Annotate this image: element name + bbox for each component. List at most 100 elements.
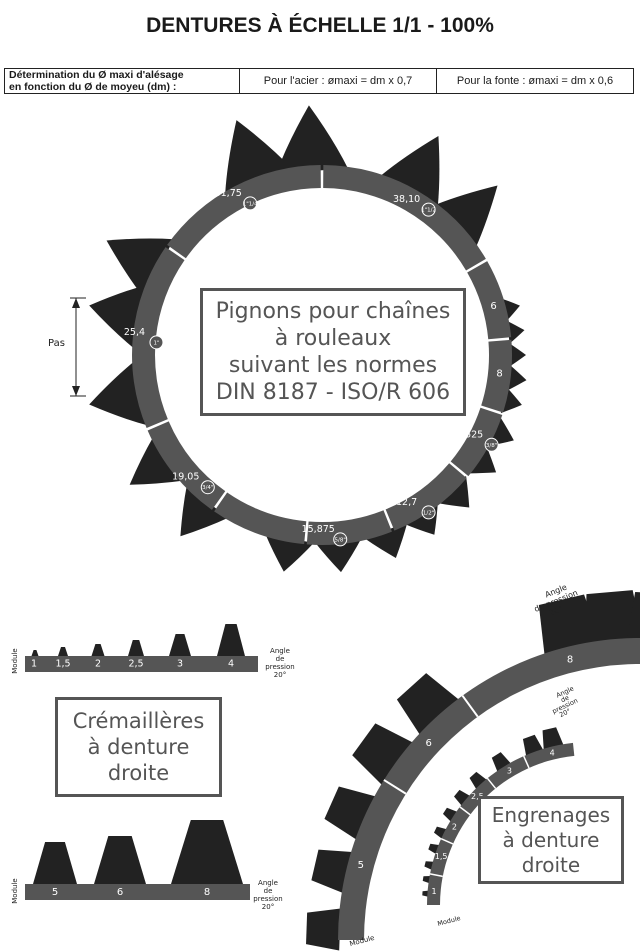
pitch-dimension: Pas xyxy=(48,297,86,397)
sprocket-title-line3: suivant les normes xyxy=(228,353,438,378)
sprocket-inch-label: 1/2" xyxy=(423,510,434,516)
small-gear-angle-label: de xyxy=(560,694,571,705)
small-gear-divider xyxy=(523,755,530,769)
sprocket-title-line2: à rouleaux xyxy=(274,326,392,351)
rack-module-label: 2,5 xyxy=(128,659,143,670)
sprocket-pitch-label: 38,10 xyxy=(393,194,420,205)
sprocket-pitch-label: 12,7 xyxy=(396,497,417,508)
sprocket-pitch-label: 15,875 xyxy=(302,524,335,535)
sprocket-ring-segment xyxy=(214,492,307,545)
rack-module-label: 1,5 xyxy=(55,659,70,670)
rack-row2-bar xyxy=(25,884,250,900)
small-gear-module-label: 2 xyxy=(452,822,457,831)
sprocket-inch-label: 1" xyxy=(153,340,159,346)
rack-title-line1: Crémaillères xyxy=(72,709,205,733)
rack-tooth xyxy=(94,836,146,884)
sprocket-inch-label: 3/4" xyxy=(202,485,213,491)
big-gear-tooth xyxy=(306,908,341,951)
small-gear-module-label: 4 xyxy=(550,749,555,758)
big-gear-tooth xyxy=(538,594,601,655)
sprocket-inch-label: 3/8" xyxy=(486,443,497,449)
rack-module-caption: Module xyxy=(11,648,19,673)
big-gear-tooth xyxy=(352,723,413,785)
rack-module-label: 3 xyxy=(177,659,183,670)
pitch-label: Pas xyxy=(48,338,65,349)
rack-angle-label: de xyxy=(264,887,273,895)
sprocket-ring-segment xyxy=(132,247,185,429)
sprocket-pitch-label: 25,4 xyxy=(124,327,145,338)
sprocket-inch-label: 1"1/4 xyxy=(243,201,258,207)
small-gear-tooth xyxy=(469,771,487,790)
rack-title-line2: à denture xyxy=(87,735,190,759)
sprocket-tooth xyxy=(276,105,349,173)
rack-angle-label: Angle xyxy=(258,879,278,887)
rack-angle-label: pression xyxy=(253,895,282,903)
page-title: DENTURES À ÉCHELLE 1/1 - 100% xyxy=(146,14,494,37)
sprocket-inch-badge xyxy=(243,196,258,211)
rack-tooth xyxy=(91,644,105,656)
big-gear-module-label: 5 xyxy=(358,860,364,871)
sprocket-ring-segment xyxy=(323,165,486,271)
bore-info-label: Détermination du Ø maxi d'alésage en fon… xyxy=(5,69,240,93)
rack-title-line3: droite xyxy=(107,761,170,785)
gear-title-box: Engrenages à denture droite xyxy=(478,796,624,884)
big-gear-tooth xyxy=(585,590,640,645)
small-gear-divider xyxy=(429,873,443,878)
rack-tooth xyxy=(169,634,191,656)
rack-tooth xyxy=(31,650,39,656)
sprocket-title-line4: DIN 8187 - ISO/R 606 xyxy=(215,380,451,405)
bore-info-label-line1: Détermination du Ø maxi d'alésage xyxy=(9,69,184,81)
small-gear-divider xyxy=(459,806,471,816)
rack-angle-label: 20° xyxy=(262,903,274,911)
bore-info-cast-iron: Pour la fonte : ømaxi = dm x 0,6 xyxy=(456,75,614,87)
sprocket-tooth xyxy=(89,361,148,426)
sprocket-inch-badge xyxy=(421,505,436,520)
pitch-arrow-up-icon xyxy=(72,298,80,308)
sprocket-tooth xyxy=(180,485,228,537)
small-gear-tooth xyxy=(491,752,511,772)
small-gear-module-caption: Module xyxy=(437,914,462,928)
big-gear-tooth xyxy=(396,673,459,735)
big-gear-divider xyxy=(461,695,479,718)
rack-angle-label: de xyxy=(276,655,285,663)
pitch-arrow-down-icon xyxy=(72,386,80,396)
sprocket-pitch-label: 19,05 xyxy=(172,472,199,483)
sprocket-title-line1: Pignons pour chaînes xyxy=(215,299,451,324)
small-gear-module-label: 3 xyxy=(507,766,512,775)
rack-module-label: 6 xyxy=(117,887,123,898)
sprocket-pitch-label: 6 xyxy=(490,301,496,312)
sprocket-tooth xyxy=(315,538,362,573)
sprocket-pitch-label: 31,75 xyxy=(215,188,242,199)
rack-angle-label: Angle xyxy=(270,647,290,655)
sprocket-tooth xyxy=(380,136,440,207)
rack-tooth xyxy=(171,820,243,884)
small-gear-tooth xyxy=(454,789,471,806)
rack-title-box: Crémaillères à denture droite xyxy=(55,697,222,797)
bore-info-steel: Pour l'acier : ømaxi = dm x 0,7 xyxy=(240,69,437,93)
sprocket-inch-badge xyxy=(484,437,499,452)
small-gear-tooth xyxy=(542,727,564,750)
big-gear-divider xyxy=(383,779,407,795)
sprocket-inch-label: 1"1/2 xyxy=(421,208,436,214)
sprocket-tooth xyxy=(506,320,525,344)
rack-module-label: 4 xyxy=(228,659,234,670)
small-gear-divider xyxy=(486,777,497,789)
sprocket-ring-segment xyxy=(467,261,512,340)
sprocket-ring-segment xyxy=(385,463,467,531)
small-gear-tooth xyxy=(422,876,431,884)
rack-tooth xyxy=(58,647,68,656)
sprocket-tooth xyxy=(435,185,498,248)
sprocket-tooth xyxy=(509,343,526,367)
rack-angle-label: 20° xyxy=(274,671,286,679)
rack-module-caption: Module xyxy=(11,878,19,903)
sprocket-inch-badge xyxy=(200,480,215,495)
bore-info-label-line2: en fonction du Ø de moyeu (dm) : xyxy=(9,81,177,93)
bore-info-table: Détermination du Ø maxi d'alésage en fon… xyxy=(4,68,634,94)
small-gear-divider xyxy=(440,838,454,845)
rack-module-label: 5 xyxy=(52,887,58,898)
sprocket-pitch-label: 9,525 xyxy=(456,429,483,440)
sprocket-inch-badge xyxy=(333,532,348,547)
gear-title-line3: droite xyxy=(521,852,581,877)
